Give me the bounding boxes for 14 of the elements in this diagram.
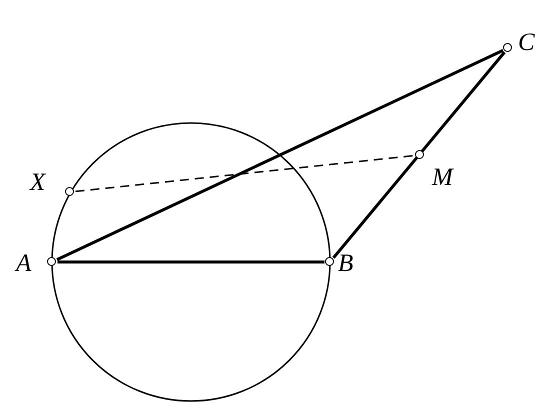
line-segment — [56, 48, 504, 262]
dashed-line — [75, 154, 415, 192]
line-segment — [332, 51, 506, 259]
point-marker — [503, 43, 512, 52]
line-segment — [58, 260, 324, 264]
point-label: C — [518, 30, 535, 55]
point-marker — [65, 187, 74, 196]
point-label: B — [338, 251, 354, 276]
point-label: A — [16, 251, 32, 276]
point-marker — [47, 257, 56, 266]
point-marker — [415, 150, 424, 159]
point-label: M — [432, 165, 453, 190]
point-label: X — [30, 170, 46, 195]
point-marker — [325, 257, 334, 266]
